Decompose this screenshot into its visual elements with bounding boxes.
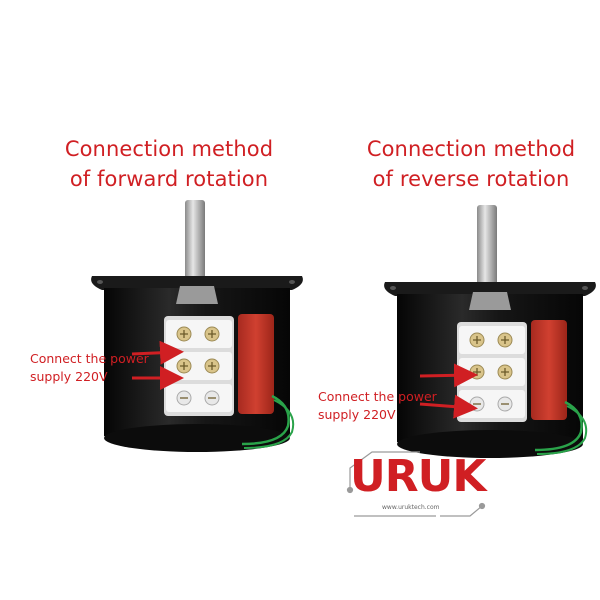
forward-rotation-caption: Connection method of forward rotation xyxy=(44,134,294,194)
forward-rotation-panel: Connection method of forward rotation xyxy=(44,134,294,194)
reverse-bottom-arrow xyxy=(419,394,478,419)
reverse-annotation-line2: supply 220V xyxy=(318,407,396,422)
logo-text: URUK xyxy=(350,451,486,502)
forward-annotation-line1: Connect the power xyxy=(30,351,149,366)
reverse-rotation-caption: Connection method of reverse rotation xyxy=(326,134,600,194)
reverse-annotation-line1: Connect the power xyxy=(318,389,437,404)
forward-caption-line2: of forward rotation xyxy=(69,167,269,191)
logo-url: www.uruktech.com xyxy=(382,504,440,511)
uruk-logo: URUK www.uruktech.com xyxy=(338,448,486,528)
reverse-top-arrow xyxy=(419,363,478,388)
logo-circuit-decoration xyxy=(346,451,486,517)
reverse-annotation: Connect the power supply 220V xyxy=(318,388,437,424)
reverse-caption-line2: of reverse rotation xyxy=(372,167,570,191)
left-motor xyxy=(89,200,305,454)
forward-caption-line1: Connection method xyxy=(64,137,274,161)
reverse-caption-line1: Connection method xyxy=(366,137,576,161)
forward-top-arrow xyxy=(131,340,184,365)
reverse-rotation-panel: Connection method of reverse rotation xyxy=(300,0,600,600)
forward-annotation: Connect the power supply 220V xyxy=(30,350,149,386)
right-motor xyxy=(382,205,598,460)
forward-annotation-line2: supply 220V xyxy=(30,369,108,384)
